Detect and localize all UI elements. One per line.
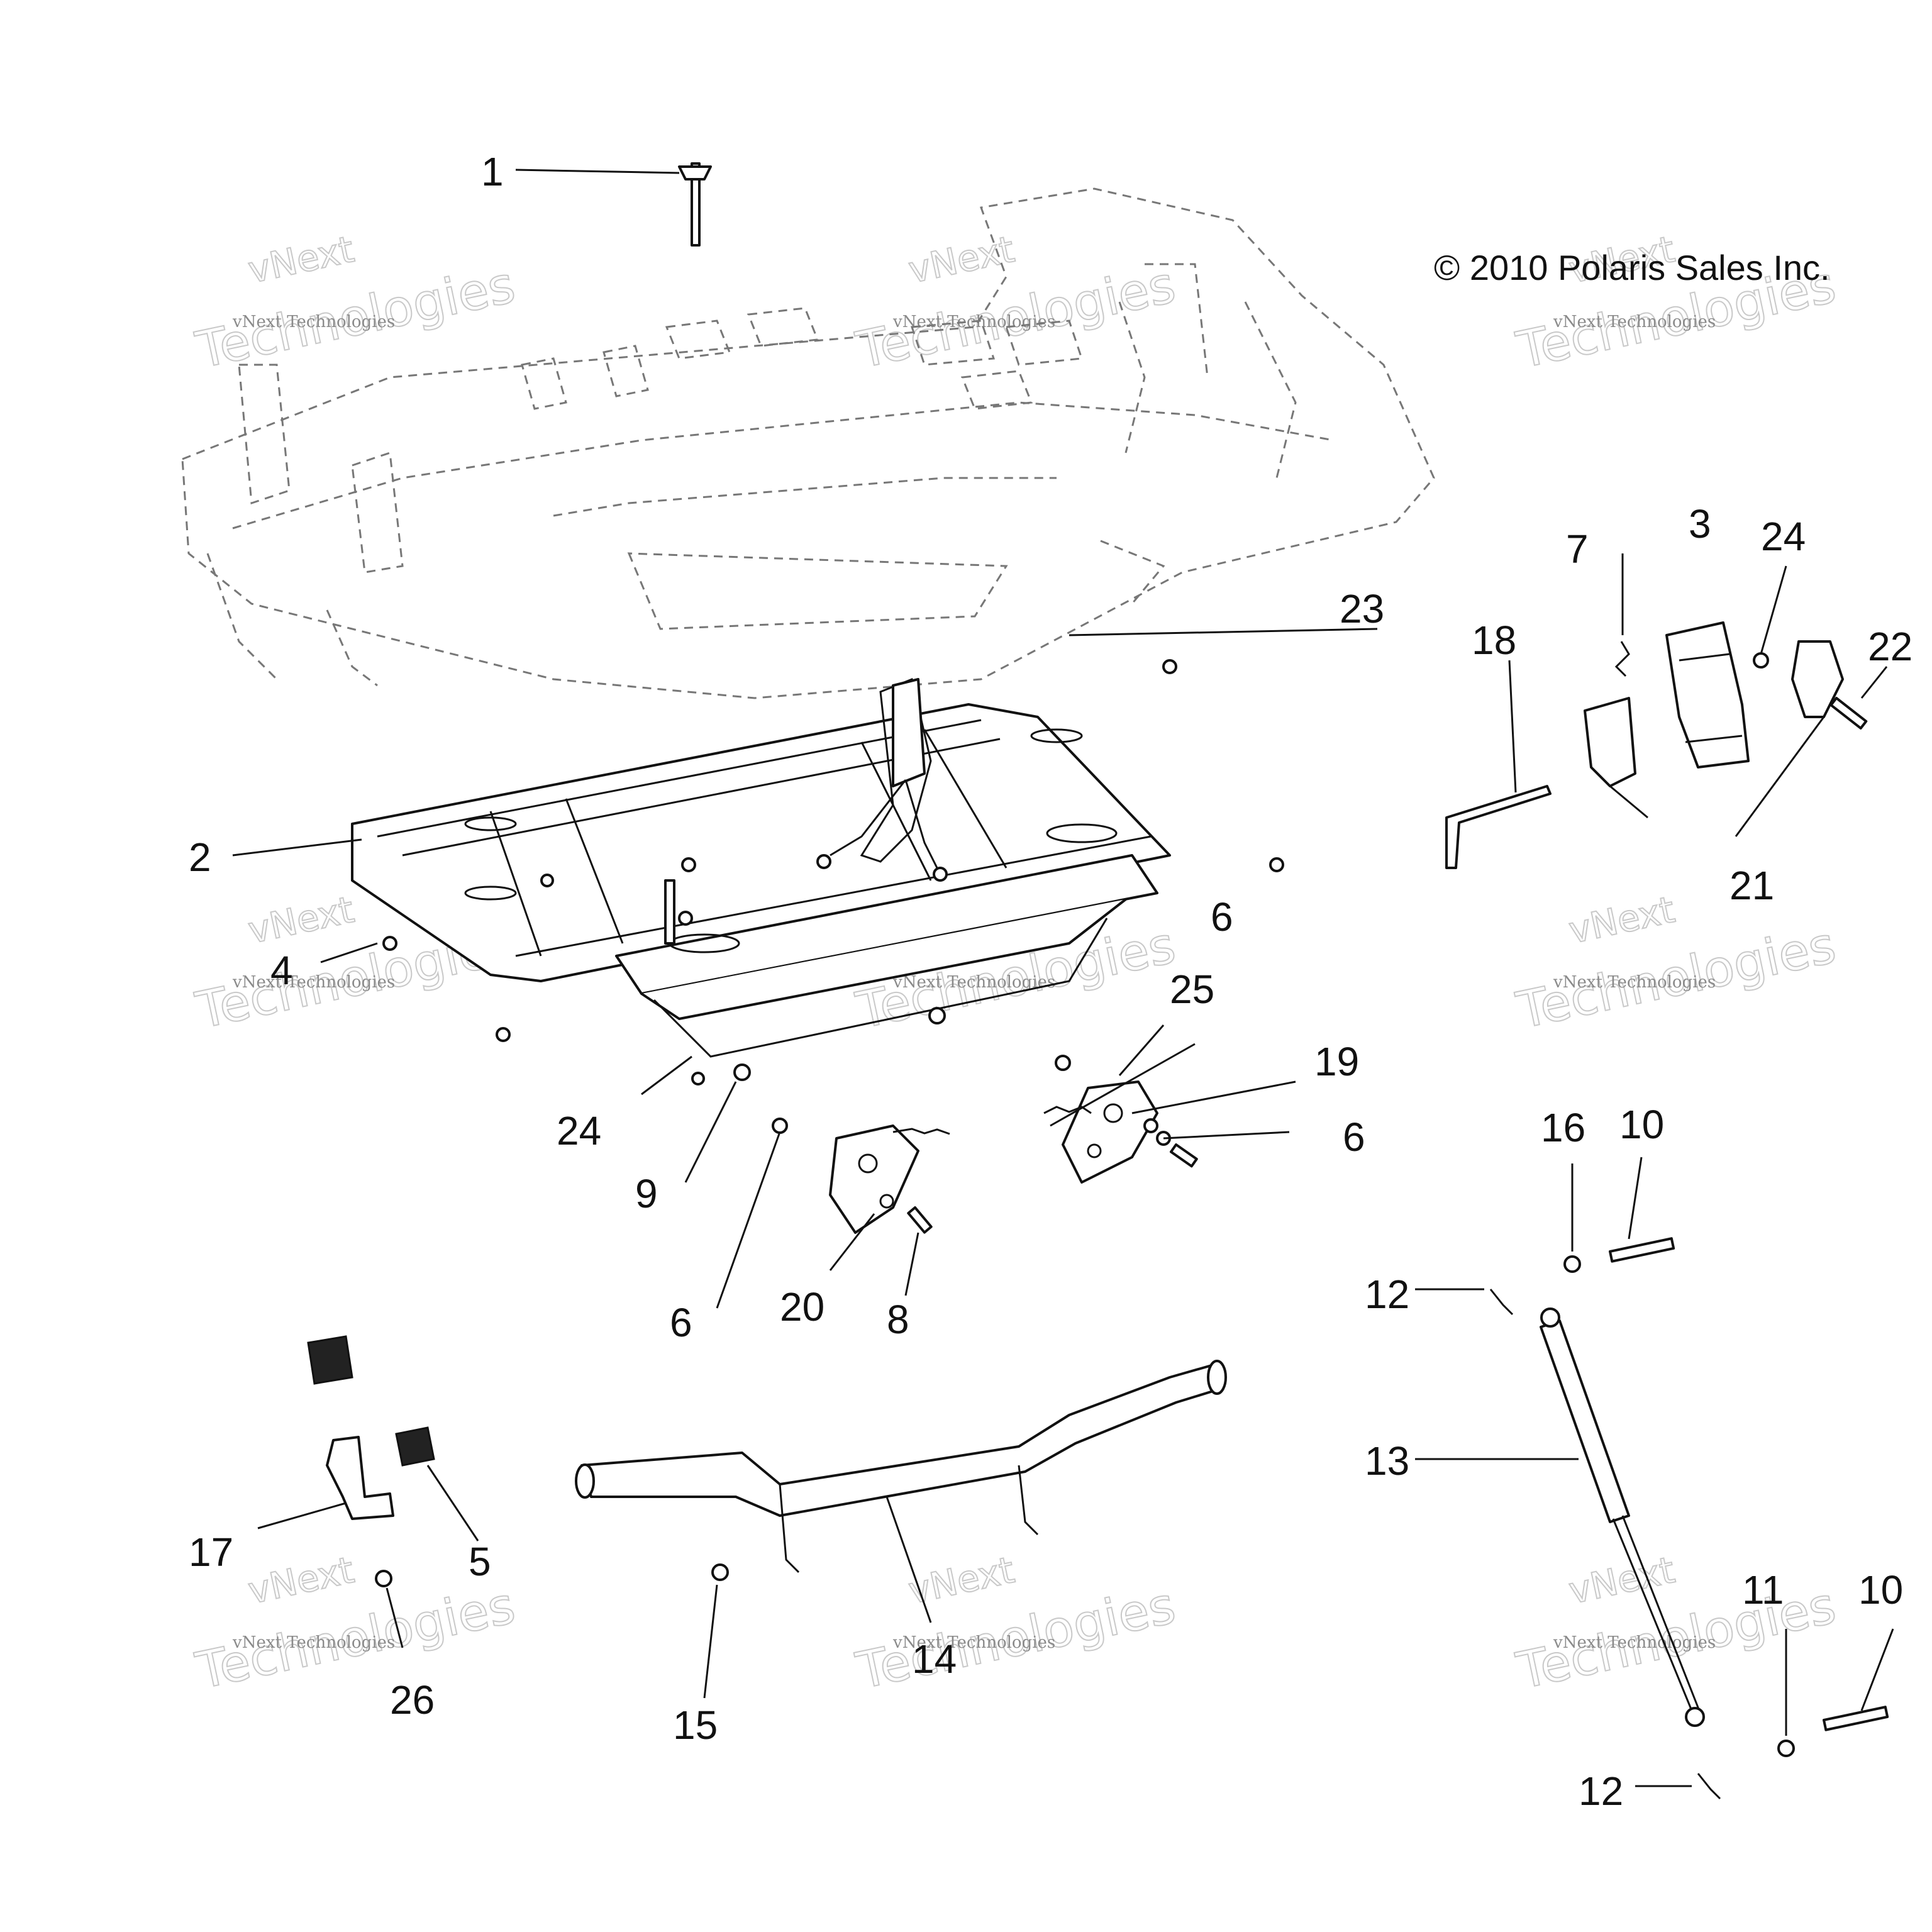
callout-14: 14 [912,1636,957,1682]
callout-2: 2 [189,835,211,880]
watermark-top: vNext [245,1548,358,1613]
pin-icon [1823,1706,1889,1731]
nut-icon [496,1027,511,1042]
callout-24a: 24 [557,1108,601,1153]
watermark-top: vNext [905,1548,1018,1613]
callout-22: 22 [1868,624,1913,669]
callout-7: 7 [1566,526,1589,572]
callout-18: 18 [1472,618,1516,663]
pin-icon [1609,1237,1675,1263]
watermark-top: vNext [1565,888,1679,952]
cross-tube [575,1360,1227,1581]
watermark: vNext Technologies vNext Technologies [191,227,521,380]
bracket-clamp [326,1436,394,1520]
callout-20: 20 [780,1284,824,1330]
callout-9: 9 [635,1171,658,1216]
bracket-assembly [307,1335,435,1587]
latch-left [1584,697,1636,787]
bolt-shank-icon [664,879,675,945]
callout-5: 5 [469,1539,491,1584]
nut-icon [1269,857,1284,872]
nut-icon [382,936,397,951]
tube-bracket-right [1018,1465,1039,1536]
callout-10b: 10 [1858,1567,1903,1613]
clip-icon [1489,1289,1514,1316]
fasteners [382,162,1284,1085]
callout-4: 4 [270,948,293,993]
watermark-small: vNext Technologies [232,313,395,331]
cargo-box-ghost [181,187,1435,699]
bolt-icon [711,1563,729,1581]
callout-23: 23 [1340,586,1384,631]
nut-icon [1753,652,1769,669]
watermarks: vNext Technologies vNext Technologies vN… [191,227,1841,1701]
pin-head-icon [678,165,712,180]
watermark: vNext Technologies vNext Technologies [851,1548,1181,1701]
callout-21: 21 [1729,863,1774,908]
latch-assembly [1445,621,1868,869]
callout-6b: 6 [1343,1114,1365,1160]
nut-icon [1162,659,1177,674]
watermark: vNext Technologies vNext Technologies [1511,887,1841,1041]
pivot-plate-left [772,1118,950,1234]
watermark-top: vNext [905,228,1018,292]
nut-icon [733,1063,751,1081]
bolt-icon [540,874,554,887]
callout-24b: 24 [1761,514,1806,559]
bolt-icon [681,857,696,872]
callout-25: 25 [1170,967,1214,1012]
latch-rod [1445,785,1552,869]
watermark-top: vNext [245,228,358,292]
clip-icon [1697,1773,1721,1800]
pivot-plate-right [1043,1055,1198,1184]
watermark-small: vNext Technologies [1553,1633,1716,1652]
callout-17: 17 [189,1530,233,1575]
screw-icon [375,1570,392,1587]
watermark-small: vNext Technologies [1553,313,1716,331]
watermark-small: vNext Technologies [892,973,1055,992]
cable-assembly [816,678,948,882]
watermark: vNext Technologies vNext Technologies [1511,1548,1841,1701]
callout-10a: 10 [1619,1102,1664,1147]
callout-12b: 12 [1579,1768,1623,1814]
watermark-top: vNext [245,888,358,952]
watermark-small: vNext Technologies [232,973,395,992]
leader-lines [232,169,1894,1787]
callout-15: 15 [673,1702,718,1748]
bumper-block [395,1426,435,1467]
watermark-small: vNext Technologies [232,1633,395,1652]
bumper-block [307,1335,353,1385]
callout-8: 8 [887,1297,909,1342]
callout-12a: 12 [1365,1272,1409,1317]
callout-6c: 6 [670,1300,692,1345]
washer-icon [1563,1255,1581,1273]
callout-3: 3 [1689,501,1711,547]
callout-11: 11 [1742,1567,1784,1613]
callout-13: 13 [1365,1438,1409,1484]
callout-labels: 1 2 3 4 5 6 6 6 6 7 8 9 10 10 11 12 12 1… [189,149,1913,1814]
callout-1: 1 [481,149,504,194]
tube-bracket-left [779,1484,800,1574]
callout-6a: 6 [1211,894,1233,940]
pin-shank-icon [691,162,701,247]
nut-icon [928,1007,946,1024]
callout-16: 16 [1541,1105,1585,1150]
callout-26: 26 [390,1677,435,1723]
bolt-icon [678,911,693,926]
watermark-small: vNext Technologies [1553,973,1716,992]
washer-icon [691,1072,705,1085]
latch-handle [1665,621,1750,769]
spring-clip-icon [1614,641,1630,677]
gas-strut-assembly [1489,1237,1889,1800]
bolt-icon [1829,696,1868,730]
box-frame [351,677,1171,1058]
copyright-notice: © 2010 Polaris Sales Inc. [1434,248,1830,287]
watermark-top: vNext [1565,1548,1679,1613]
watermark-small: vNext Technologies [892,1633,1055,1652]
washer-icon [1777,1740,1795,1757]
gas-strut-body [1540,1319,1630,1523]
callout-19: 19 [1314,1039,1359,1084]
